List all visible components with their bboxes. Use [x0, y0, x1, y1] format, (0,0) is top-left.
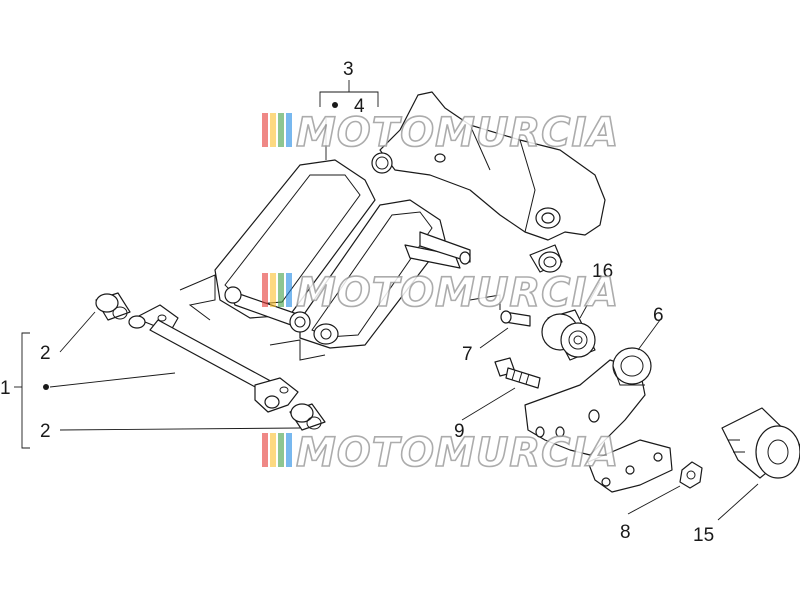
watermark-middle: MOTOMURCIA: [262, 269, 619, 317]
leader-lines: [14, 80, 759, 521]
bearing-part-16: [541, 309, 596, 361]
bushing-part-2-lower: [289, 403, 326, 431]
callout-4: 4: [354, 96, 365, 117]
callout-8: 8: [620, 522, 631, 543]
callout-1: 1: [0, 378, 11, 399]
watermark-stripe-green: [278, 113, 284, 147]
callout-2-upper: 2: [40, 343, 51, 364]
watermark-text: MOTOMURCIA: [296, 430, 619, 476]
watermark-text: MOTOMURCIA: [296, 270, 619, 316]
callout-2-lower: 2: [40, 421, 51, 442]
silent-block-part-15: [721, 407, 800, 479]
bracket-part-6: [524, 347, 652, 456]
pivot-link-part-1: [128, 304, 299, 413]
watermark-stripe-red: [262, 273, 268, 307]
watermark-stripe-green: [278, 433, 284, 467]
nut-part-8: [679, 461, 703, 489]
callout-3: 3: [343, 59, 354, 80]
callout-6: 6: [653, 305, 664, 326]
bolt-part-9: [494, 357, 541, 389]
bullet-dot: [43, 384, 49, 390]
watermark-stripe-green: [278, 273, 284, 307]
watermark-top: MOTOMURCIA: [262, 109, 619, 157]
callout-15: 15: [693, 525, 714, 546]
pin-part-7: [500, 310, 531, 327]
watermark-stripe-blue: [286, 113, 292, 147]
watermark-stripe-blue: [286, 273, 292, 307]
watermark-stripe-red: [262, 113, 268, 147]
watermark-stripe-yellow: [270, 433, 276, 467]
bullet-dot: [332, 102, 338, 108]
callouts: 1 2 2 3 4 6 7 8 9 15 16: [0, 59, 714, 546]
watermark-stripe-blue: [286, 433, 292, 467]
watermark-text: MOTOMURCIA: [296, 110, 619, 156]
watermark-bottom: MOTOMURCIA: [262, 429, 619, 477]
watermark-stripe-red: [262, 433, 268, 467]
bushing-part-2-upper: [95, 292, 131, 321]
swing-arm-bracket: [179, 91, 606, 361]
watermark-stripe-yellow: [270, 273, 276, 307]
watermark-stripe-yellow: [270, 113, 276, 147]
callout-7: 7: [462, 344, 473, 365]
callout-16: 16: [592, 261, 613, 282]
small-plate: [587, 439, 673, 493]
callout-9: 9: [454, 421, 465, 442]
